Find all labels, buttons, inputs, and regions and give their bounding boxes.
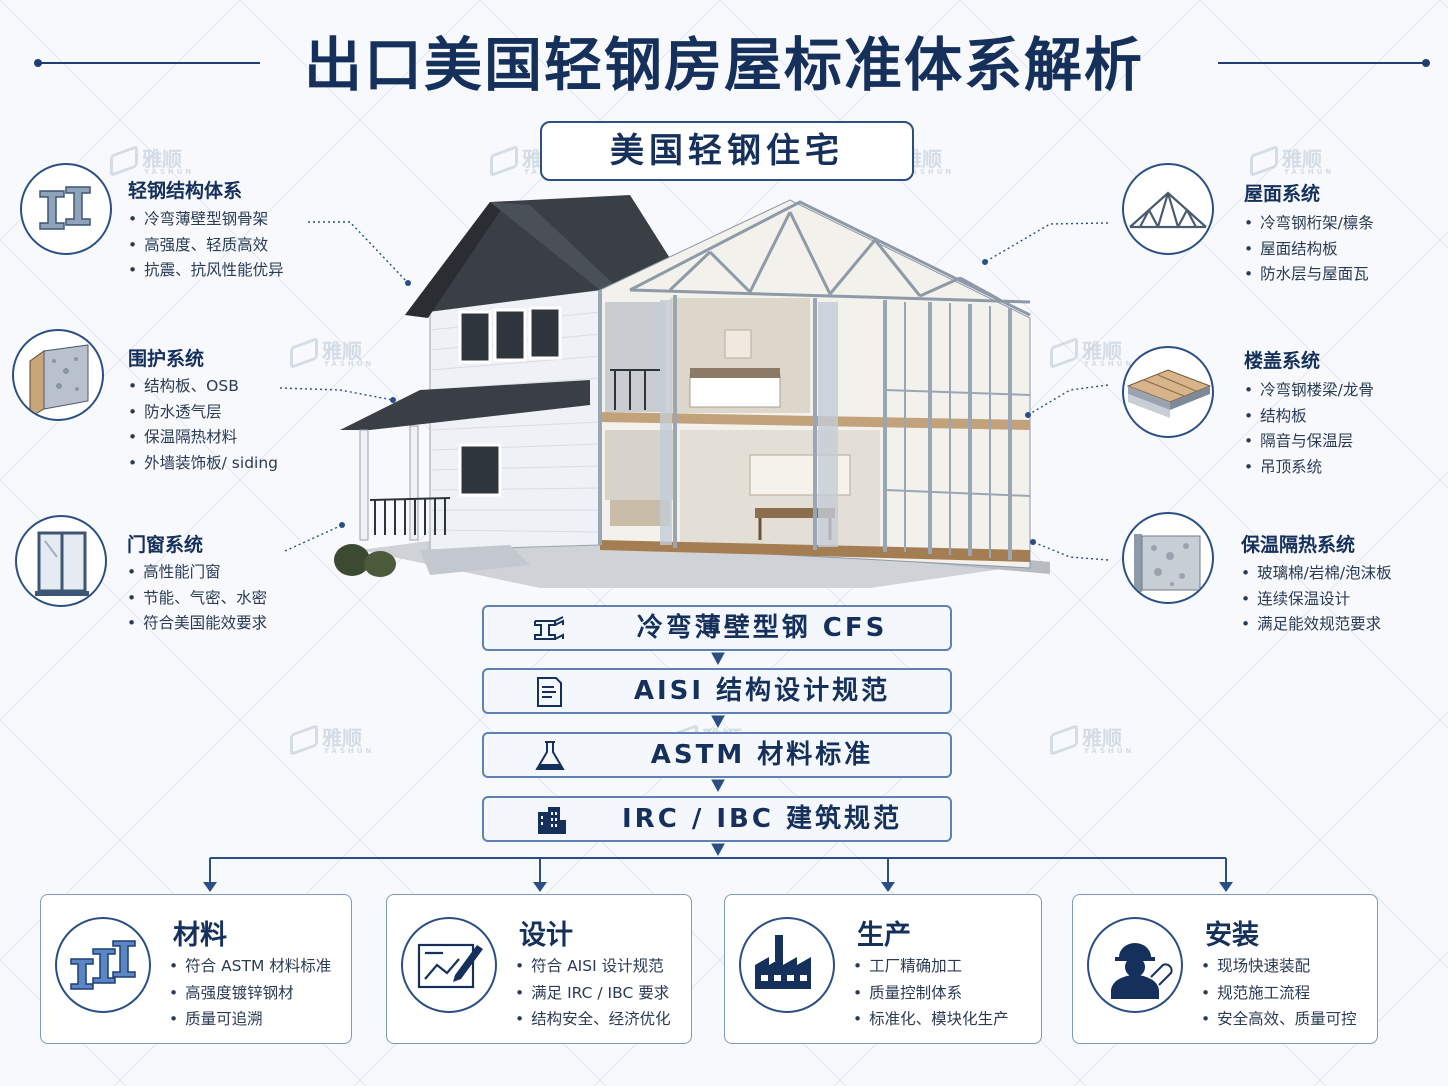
list-item: 工厂精确加工 <box>853 953 1009 980</box>
feature-title: 门窗系统 <box>127 534 204 556</box>
feature-list: 冷弯钢楼梁/龙骨 结构板 隔音与保温层 吊顶系统 <box>1244 378 1374 480</box>
list-item: 节能、气密、水密 <box>127 586 267 612</box>
roof-truss-icon <box>1122 163 1214 255</box>
list-item: 结构板 <box>1244 404 1374 430</box>
house-subtitle: 美国轻钢住宅 <box>540 121 914 181</box>
feature-list: 玻璃棉/岩棉/泡沫板 连续保温设计 满足能效规范要求 <box>1241 561 1392 638</box>
list-item: 防水透气层 <box>128 400 278 426</box>
worker-icon <box>1087 917 1183 1013</box>
list-item: 规范施工流程 <box>1201 980 1357 1007</box>
feature-list: 高性能门窗 节能、气密、水密 符合美国能效要求 <box>127 560 267 637</box>
list-item: 玻璃棉/岩棉/泡沫板 <box>1241 561 1391 587</box>
card-list: 工厂精确加工 质量控制体系 标准化、模块化生产 <box>853 953 1009 1033</box>
feature-list: 冷弯钢桁架/檩条 屋面结构板 防水层与屋面瓦 <box>1244 211 1374 288</box>
card-list: 符合 ASTM 材料标准 高强度镀锌钢材 质量可追溯 <box>169 953 331 1033</box>
standard-label: AISI 结构设计规范 <box>633 676 891 706</box>
floor-system-icon <box>1122 346 1214 438</box>
list-item: 屋面结构板 <box>1244 237 1374 263</box>
document-icon <box>537 677 562 707</box>
flask-icon <box>535 741 565 770</box>
card-list: 现场快速装配 规范施工流程 安全高效、质量可控 <box>1201 953 1357 1033</box>
list-item: 冷弯钢桁架/檩条 <box>1244 211 1374 237</box>
list-item: 连续保温设计 <box>1241 587 1392 613</box>
card-title: 设计 <box>519 920 573 951</box>
list-item: 保温隔热材料 <box>128 425 278 451</box>
feature-list: 结构板、OSB 防水透气层 保温隔热材料 外墙装饰板/ siding <box>128 374 278 476</box>
list-item: 高性能门窗 <box>127 560 267 586</box>
steel-beam-icon <box>20 163 112 255</box>
list-item: 符合 ASTM 材料标准 <box>169 953 331 980</box>
card-installation: 安装 现场快速装配 规范施工流程 安全高效、质量可控 <box>1072 894 1378 1044</box>
list-item: 质量可追溯 <box>169 1006 331 1033</box>
list-item: 标准化、模块化生产 <box>853 1006 1009 1033</box>
list-item: 满足能效规范要求 <box>1241 612 1392 638</box>
feature-title: 轻钢结构体系 <box>128 180 243 202</box>
standard-box-cfs: 冷弯薄壁型钢 CFS <box>482 605 952 651</box>
steel-section-icon <box>534 616 564 640</box>
list-item: 结构板、OSB <box>128 374 278 400</box>
title-rule-left <box>38 62 260 64</box>
list-item: 外墙装饰板/ siding <box>128 451 278 477</box>
list-item: 冷弯薄壁型钢骨架 <box>128 207 284 233</box>
list-item: 安全高效、质量可控 <box>1201 1006 1357 1033</box>
standard-box-astm: ASTM 材料标准 <box>482 732 952 778</box>
list-item: 防水层与屋面瓦 <box>1244 262 1374 288</box>
feature-title: 楼盖系统 <box>1244 350 1321 372</box>
feature-list: 冷弯薄壁型钢骨架 高强度、轻质高效 抗震、抗风性能优异 <box>128 207 284 284</box>
standard-box-irc-ibc: IRC / IBC 建筑规范 <box>482 796 952 842</box>
wall-panel-icon <box>12 329 104 421</box>
list-item: 符合 AISI 设计规范 <box>515 953 671 980</box>
list-item: 现场快速装配 <box>1201 953 1357 980</box>
card-list: 符合 AISI 设计规范 满足 IRC / IBC 要求 结构安全、经济优化 <box>515 953 671 1033</box>
card-title: 生产 <box>857 920 911 951</box>
standard-label: 冷弯薄壁型钢 CFS <box>636 613 888 643</box>
title-rule-right <box>1218 62 1426 64</box>
insulation-icon <box>1122 512 1214 604</box>
building-icon <box>538 807 566 834</box>
standard-box-aisi: AISI 结构设计规范 <box>482 668 952 714</box>
card-title: 材料 <box>173 920 227 951</box>
steel-beams-icon <box>55 917 151 1013</box>
house-illustration <box>334 195 1050 588</box>
feature-title: 保温隔热系统 <box>1241 534 1356 556</box>
card-title: 安装 <box>1205 920 1259 951</box>
window-icon <box>15 515 107 607</box>
feature-title: 屋面系统 <box>1244 183 1321 205</box>
page-title: 出口美国轻钢房屋标准体系解析 <box>303 31 1144 99</box>
list-item: 隔音与保温层 <box>1244 429 1374 455</box>
list-item: 高强度、轻质高效 <box>128 233 284 259</box>
list-item: 抗震、抗风性能优异 <box>128 258 284 284</box>
title-dot <box>1422 59 1430 67</box>
feature-title: 围护系统 <box>128 348 205 370</box>
card-design: 设计 符合 AISI 设计规范 满足 IRC / IBC 要求 结构安全、经济优… <box>386 894 692 1044</box>
list-item: 冷弯钢楼梁/龙骨 <box>1244 378 1374 404</box>
factory-icon <box>739 917 835 1013</box>
card-production: 生产 工厂精确加工 质量控制体系 标准化、模块化生产 <box>724 894 1042 1044</box>
standard-label: ASTM 材料标准 <box>650 740 874 770</box>
list-item: 满足 IRC / IBC 要求 <box>515 980 671 1007</box>
list-item: 结构安全、经济优化 <box>515 1006 671 1033</box>
card-materials: 材料 符合 ASTM 材料标准 高强度镀锌钢材 质量可追溯 <box>40 894 352 1044</box>
standard-label: IRC / IBC 建筑规范 <box>622 804 902 834</box>
list-item: 符合美国能效要求 <box>127 611 267 637</box>
list-item: 高强度镀锌钢材 <box>169 980 331 1007</box>
list-item: 质量控制体系 <box>853 980 1009 1007</box>
list-item: 吊顶系统 <box>1244 455 1374 481</box>
blueprint-pencil-icon <box>401 917 497 1013</box>
